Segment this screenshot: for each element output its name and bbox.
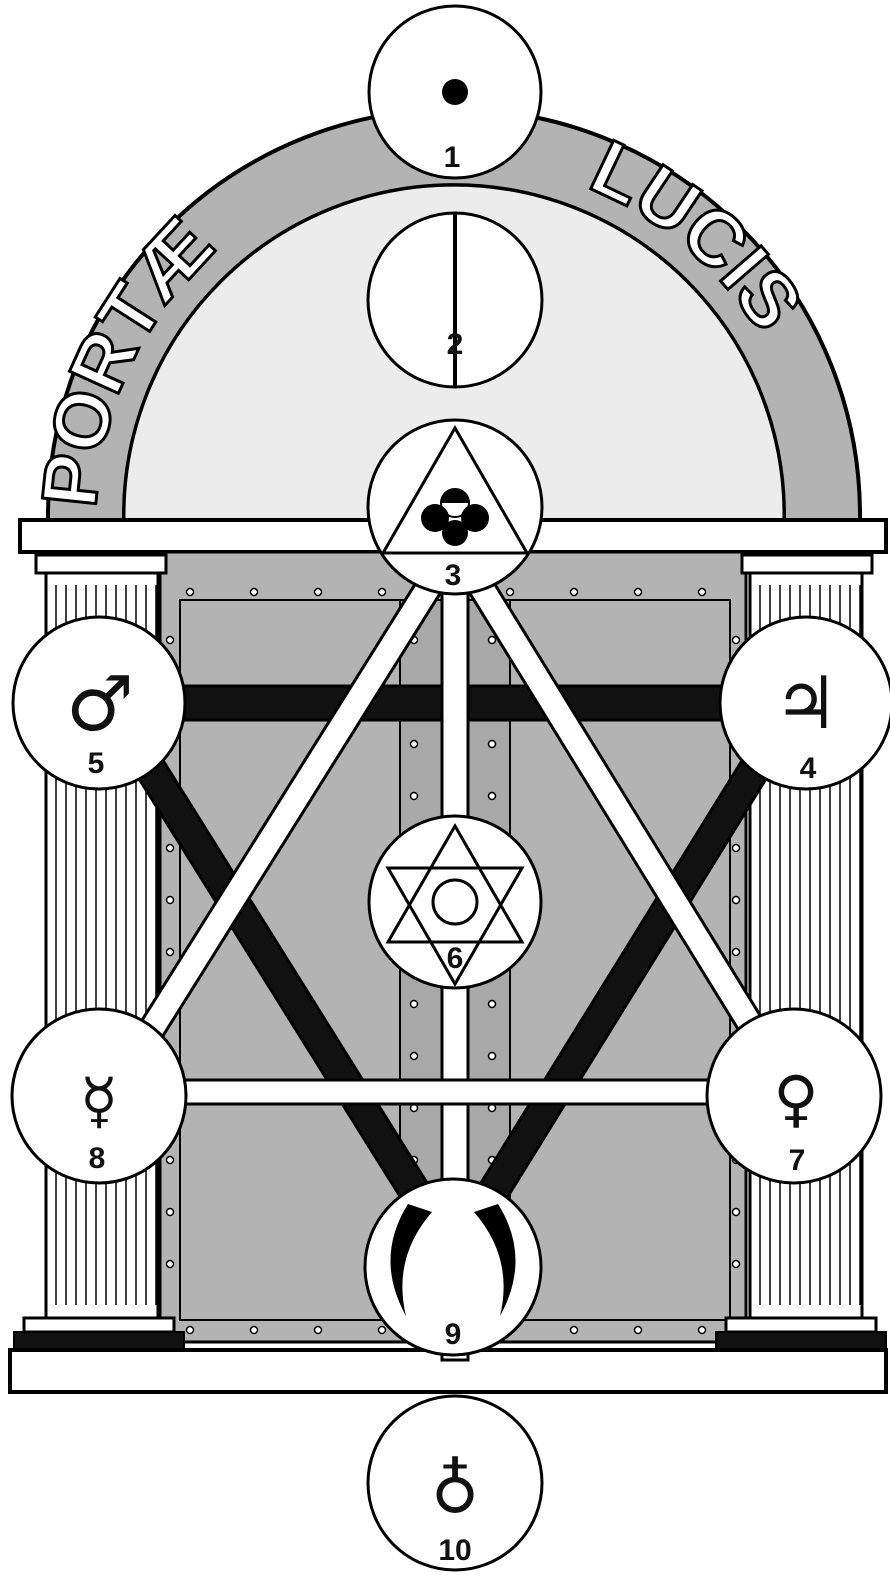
sphere-3-number: 3 (445, 559, 462, 592)
rivet (733, 1209, 740, 1216)
sphere-10-number: 10 (438, 1534, 471, 1567)
sphere-9-number: 9 (445, 1318, 462, 1351)
rivet (489, 1053, 496, 1060)
rivet (187, 589, 194, 596)
rivet (635, 589, 642, 596)
sphere-5-number: 5 (88, 747, 105, 780)
sphere-8-number: 8 (89, 1142, 106, 1175)
sphere-1: 1 (369, 6, 541, 178)
rivet (411, 793, 418, 800)
sphere-5: ♂ 5 (13, 617, 185, 789)
mercury-icon: ☿ (80, 1064, 118, 1137)
rivet (733, 1261, 740, 1268)
sphere-7-number: 7 (789, 1144, 806, 1177)
rivet (571, 1327, 578, 1334)
rivet (379, 1327, 386, 1334)
rivet (733, 845, 740, 852)
rivet (699, 1327, 706, 1334)
rivet (315, 1327, 322, 1334)
path-bar (180, 1080, 715, 1104)
earth-icon: ♁ (431, 1451, 479, 1528)
sphere-6-number: 6 (447, 942, 464, 975)
rivet (167, 1209, 174, 1216)
sphere-2: 2 (368, 213, 542, 387)
rivet (733, 637, 740, 644)
rivet (571, 589, 578, 596)
mars-icon: ♂ (66, 659, 134, 748)
sphere-2-number: 2 (447, 328, 464, 361)
rivet (315, 589, 322, 596)
jupiter-icon: ♃ (774, 661, 839, 745)
rivet (167, 897, 174, 904)
sphere-9: 9 (365, 1179, 541, 1355)
rivet (507, 589, 514, 596)
rivet (699, 589, 706, 596)
rivet (489, 637, 496, 644)
rivet (411, 1053, 418, 1060)
rivet (411, 1001, 418, 1008)
rivet (251, 589, 258, 596)
rivet (411, 741, 418, 748)
rivet (411, 1105, 418, 1112)
point-icon (442, 79, 468, 105)
rivet (167, 637, 174, 644)
rivet (635, 1327, 642, 1334)
rivet (733, 897, 740, 904)
rivet (489, 741, 496, 748)
sphere-1-number: 1 (444, 141, 461, 174)
rivet (379, 589, 386, 596)
sphere-6: 6 (369, 816, 541, 988)
rivet (489, 1001, 496, 1008)
venus-icon: ♀ (773, 1062, 818, 1135)
rivet (167, 1261, 174, 1268)
sphere-4-number: 4 (800, 752, 817, 785)
rivet (167, 949, 174, 956)
sphere-10: ♁ 10 (368, 1396, 542, 1570)
rivet (167, 845, 174, 852)
sphere-8: ☿ 8 (12, 1009, 186, 1183)
sphere-4: ♃ 4 (720, 617, 890, 789)
rivet (167, 1157, 174, 1164)
rivet (489, 793, 496, 800)
rivet (489, 1105, 496, 1112)
rivet (187, 1327, 194, 1334)
sphere-7: ♀ 7 (707, 1009, 881, 1183)
rivet (733, 949, 740, 956)
sphere-3: 3 (368, 420, 542, 594)
rivet (251, 1327, 258, 1334)
